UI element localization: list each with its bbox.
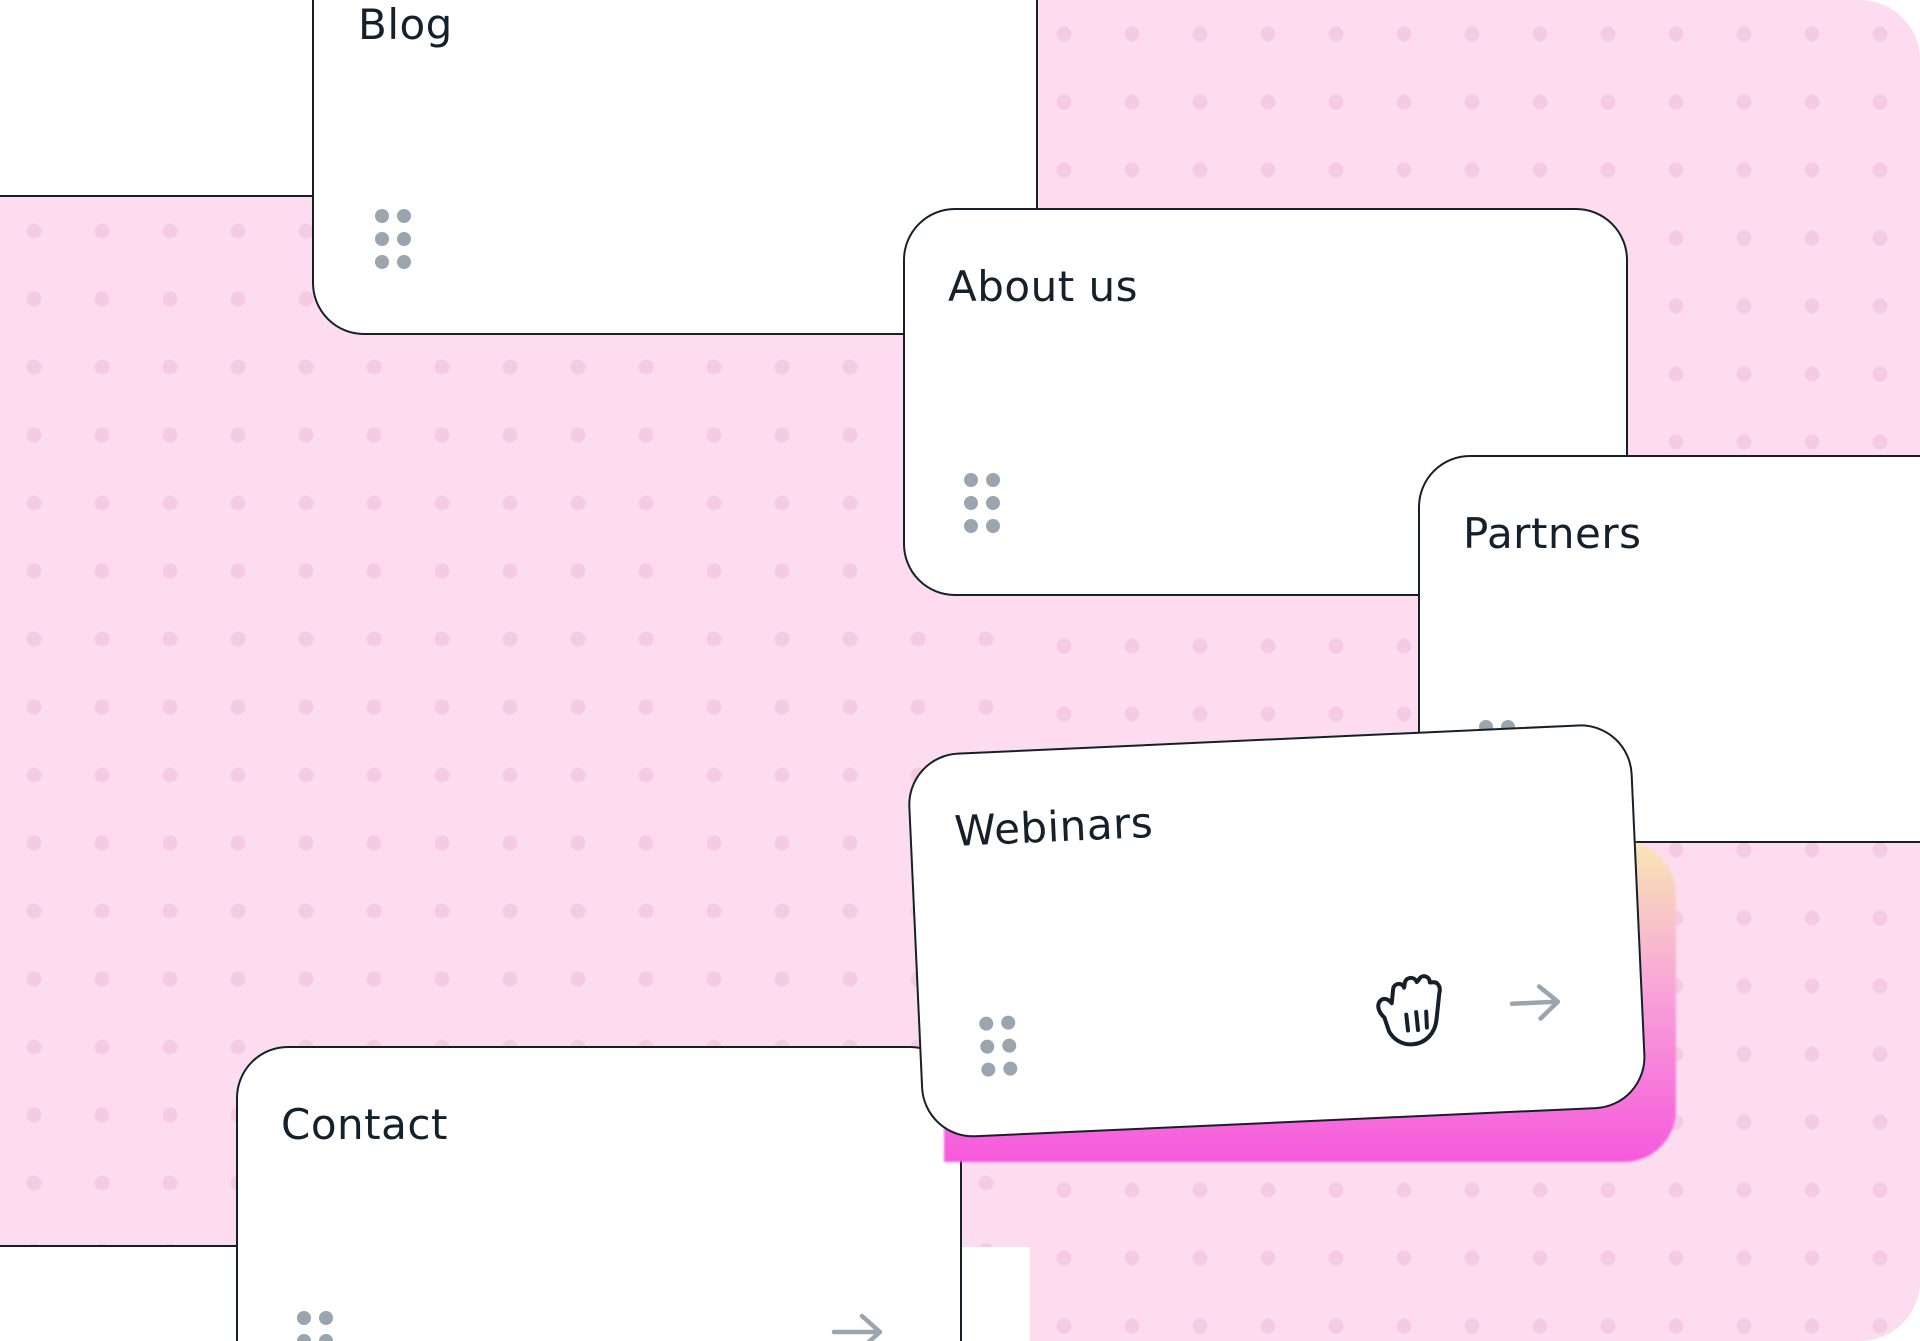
arrow-right-icon[interactable] <box>830 1310 886 1341</box>
card-webinars[interactable]: Webinars <box>906 722 1648 1140</box>
card-title: Partners <box>1463 509 1642 558</box>
card-title: About us <box>948 262 1139 311</box>
canvas-gap-bottom <box>0 1245 240 1341</box>
drag-handle-icon[interactable] <box>296 1310 336 1341</box>
grab-hand-icon <box>1368 970 1462 1062</box>
card-contact[interactable]: Contact <box>236 1046 962 1341</box>
drag-handle-icon[interactable] <box>963 472 1003 534</box>
card-title: Webinars <box>953 797 1155 856</box>
arrow-right-icon[interactable] <box>1507 979 1565 1029</box>
drag-handle-icon[interactable] <box>374 208 414 270</box>
drag-handle-icon[interactable] <box>978 1014 1021 1078</box>
card-title: Blog <box>358 0 453 49</box>
card-title: Contact <box>281 1100 448 1149</box>
